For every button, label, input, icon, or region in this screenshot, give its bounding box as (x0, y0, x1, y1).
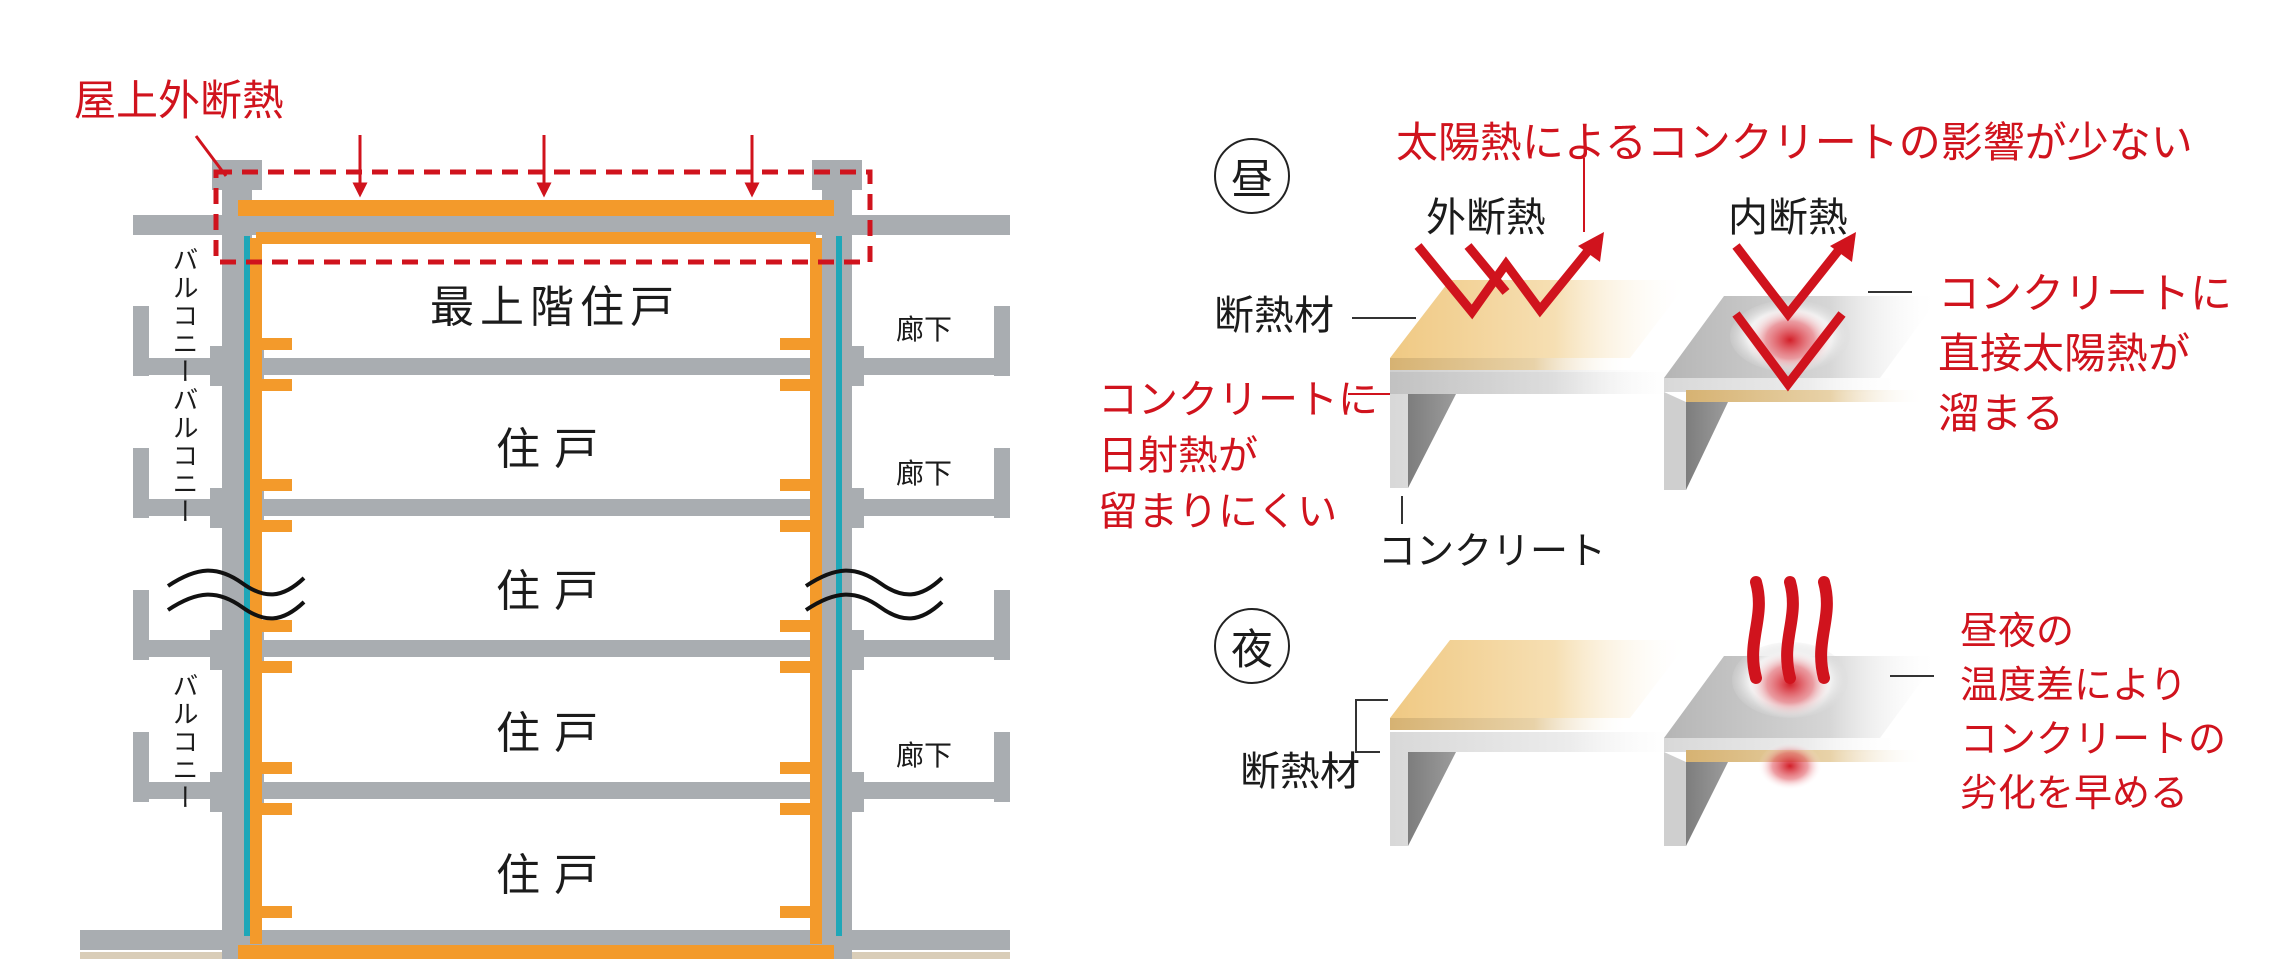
night-inner-block (1664, 576, 1940, 846)
inner-note-line-3: 溜まる (1938, 389, 2065, 438)
night-marker: 夜 (1214, 608, 1290, 684)
unit-label-3: 住 戸 (496, 708, 598, 759)
inner-insulation-title: 内断熱 (1728, 195, 1848, 241)
night-note-line-3: コンクリートの (1960, 717, 2227, 761)
unit-label-2: 住 戸 (496, 566, 598, 617)
outer-note: コンクリートに 日射熱が 留まりにくい (1098, 372, 1378, 540)
unit-label-1: 住 戸 (496, 424, 598, 475)
balcony-label-1: バルコニー (168, 246, 198, 386)
night-outer-block (1390, 640, 1690, 846)
corridor-label-2: 廊下 (896, 457, 953, 490)
corridor-label-1: 廊下 (896, 313, 953, 346)
inner-note-line-1: コンクリートに (1938, 269, 2233, 318)
red-leaders (1348, 158, 1585, 395)
roof-insulation (238, 200, 834, 216)
balcony-label-2: バルコニー (168, 386, 198, 526)
heat-waves-icon (1747, 576, 1833, 684)
day-concrete-label: コンクリート (1378, 529, 1607, 573)
night-note-line-2: 温度差により (1960, 663, 2188, 707)
unit-label-4: 住 戸 (496, 850, 598, 901)
outer-note-line-3: 留まりにくい (1098, 489, 1338, 535)
day-marker: 昼 (1214, 138, 1290, 214)
outer-note-line-1: コンクリートに (1098, 377, 1378, 423)
night-note-line-4: 劣化を早める (1960, 771, 2189, 815)
corridor-label-3: 廊下 (896, 739, 953, 772)
building-section (80, 135, 1010, 959)
roof-slab (133, 215, 1010, 233)
night-note: 昼夜の 温度差により コンクリートの 劣化を早める (1960, 604, 2226, 820)
day-outer-block (1390, 280, 1690, 488)
inner-note: コンクリートに 直接太陽熱が 溜まる (1938, 264, 2232, 444)
day-headline: 太陽熱によるコンクリートの影響が少ない (1396, 118, 2193, 167)
roof-insulation-label: 屋上外断熱 (74, 76, 285, 125)
structural-columns (210, 160, 864, 959)
slab-insulation-caps (238, 338, 834, 959)
outer-note-line-2: 日射熱が (1098, 433, 1258, 479)
day-insulation-label: 断熱材 (1214, 293, 1334, 339)
reflect-arrows-outer (1414, 232, 1604, 320)
night-note-line-1: 昼夜の (1960, 609, 2075, 653)
balcony-parapets (133, 306, 149, 802)
top-unit-label: 最上階住戸 (430, 282, 680, 333)
inner-note-line-2: 直接太陽熱が (1938, 329, 2191, 378)
sun-arrows (352, 135, 760, 198)
break-symbols (166, 568, 944, 621)
heat-arrows-inner (1732, 232, 1856, 392)
roof-label-leader (194, 135, 228, 177)
balcony-label-3: バルコニー (168, 672, 198, 812)
outer-insulation-title: 外断熱 (1426, 195, 1546, 241)
corridor-parapets (994, 306, 1010, 802)
night-insulation-label: 断熱材 (1240, 749, 1360, 795)
leader-lines (1352, 291, 1934, 753)
day-inner-block (1664, 296, 1940, 490)
